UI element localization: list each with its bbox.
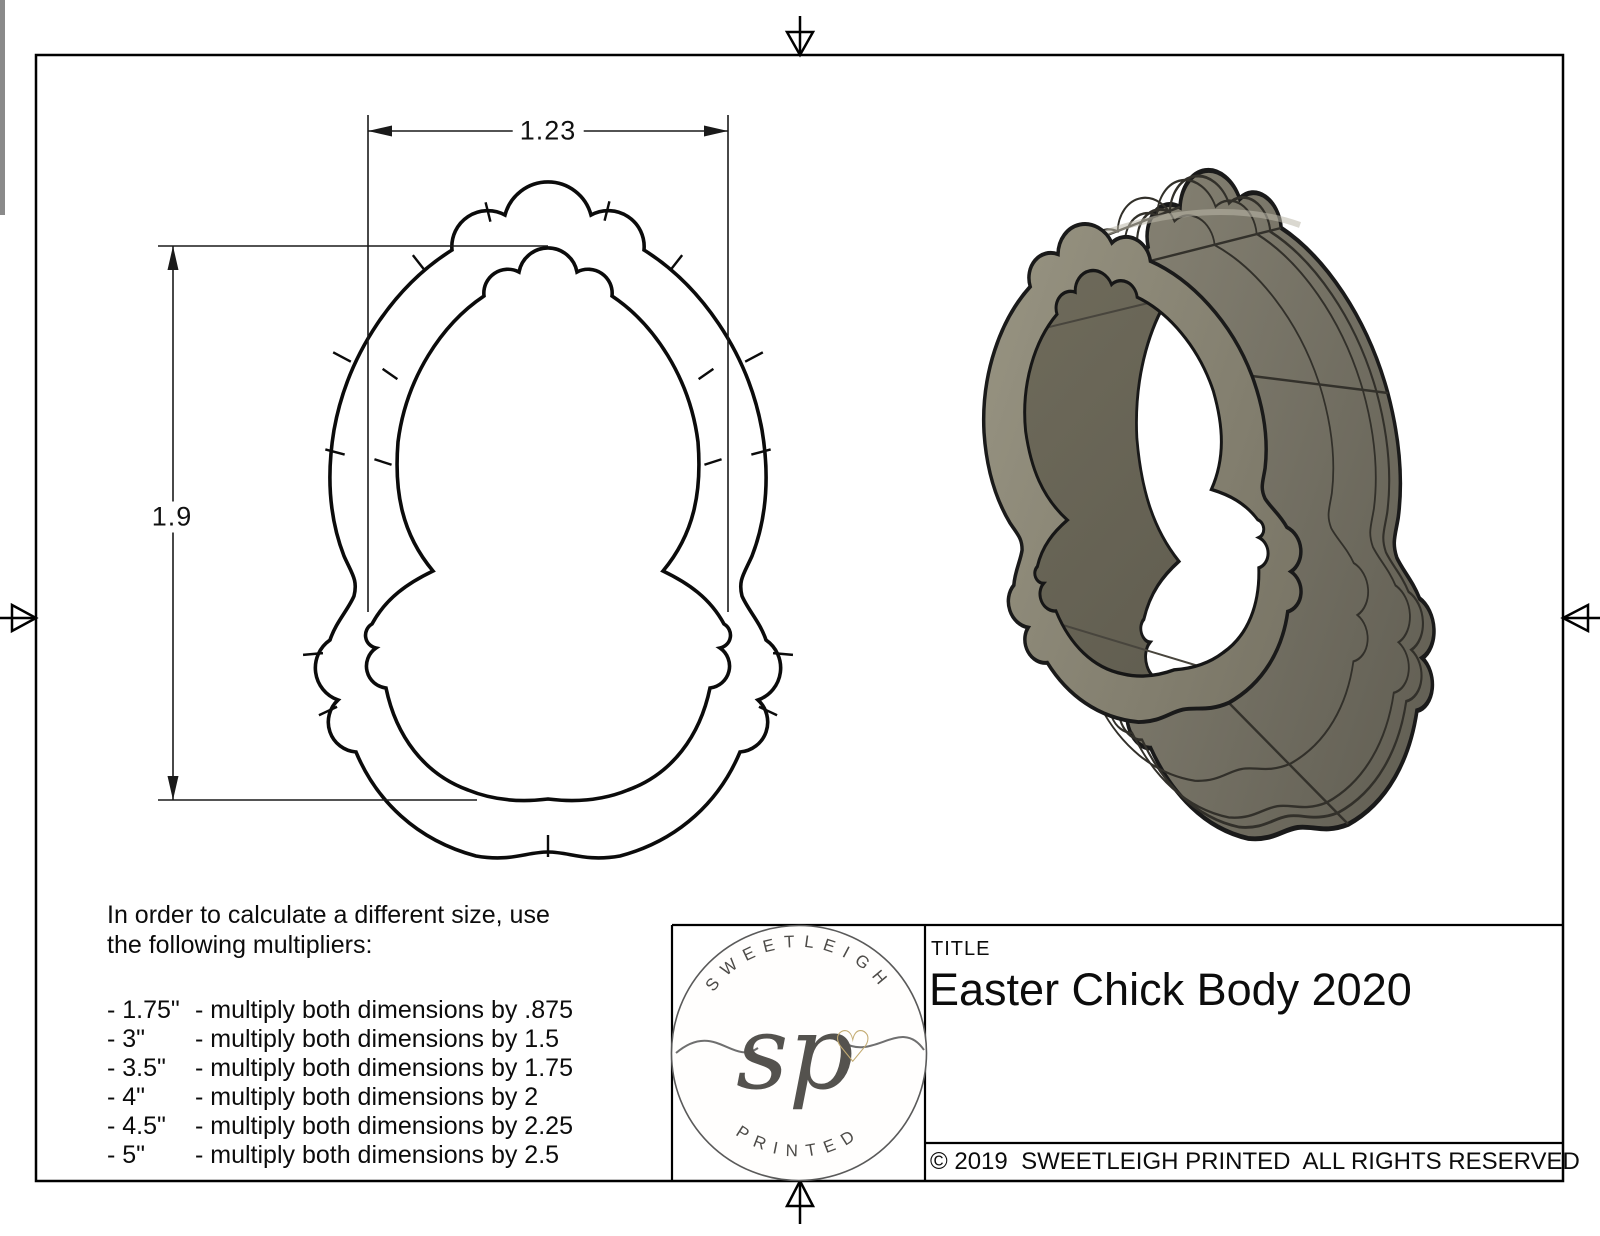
scan-edge-artifact: [0, 0, 5, 215]
centering-mark-bottom: [784, 1178, 816, 1224]
cutter-3d-render: [932, 148, 1520, 870]
sweetleigh-logo: SWEETLEIGH PRINTED sp ♡: [670, 924, 928, 1182]
logo-circle: [670, 924, 928, 1182]
cutter-inner-outline: [363, 246, 733, 803]
notes-intro-line2: the following multipliers:: [107, 931, 373, 959]
title-label: TITLE: [931, 938, 991, 960]
multiplier-row: - 3.5" - multiply both dimensions by 1.7…: [107, 1054, 573, 1082]
logo-flourish-right: [842, 1036, 925, 1051]
outline-drawing-2d: [158, 115, 794, 860]
centering-mark-left: [0, 602, 39, 634]
centering-mark-top: [784, 16, 816, 58]
copyright-text: © 2019 SWEETLEIGH PRINTED ALL RIGHTS RES…: [930, 1148, 1580, 1175]
height-dimension-label: 1.9: [144, 501, 200, 533]
multiplier-list: - 1.75" - multiply both dimensions by .8…: [107, 996, 667, 1170]
tick-marks: [302, 201, 794, 857]
page-title: Easter Chick Body 2020: [929, 964, 1412, 1015]
centering-marks: [0, 16, 1600, 1224]
multiplier-row: - 1.75" - multiply both dimensions by .8…: [107, 996, 573, 1024]
height-dimension: [158, 245, 548, 801]
width-dimension-label: 1.23: [512, 115, 584, 147]
logo-flourish-left: [675, 1039, 759, 1054]
multiplier-row: - 3" - multiply both dimensions by 1.5: [107, 1025, 560, 1053]
multiplier-row: - 5" - multiply both dimensions by 2.5: [107, 1141, 560, 1169]
multiplier-row: - 4.5" - multiply both dimensions by 2.2…: [107, 1112, 573, 1140]
logo-monogram: sp: [736, 994, 854, 1113]
sizing-notes: In order to calculate a different size, …: [107, 900, 667, 1170]
notes-intro-line1: In order to calculate a different size, …: [107, 901, 550, 929]
heart-icon: ♡: [833, 1023, 872, 1072]
width-dimension: [367, 115, 729, 612]
title-block-lines: [670, 923, 1563, 1181]
multiplier-row: - 4" - multiply both dimensions by 2: [107, 1083, 539, 1111]
centering-mark-right: [1560, 602, 1600, 634]
cutter-outer-outline: [313, 180, 783, 860]
